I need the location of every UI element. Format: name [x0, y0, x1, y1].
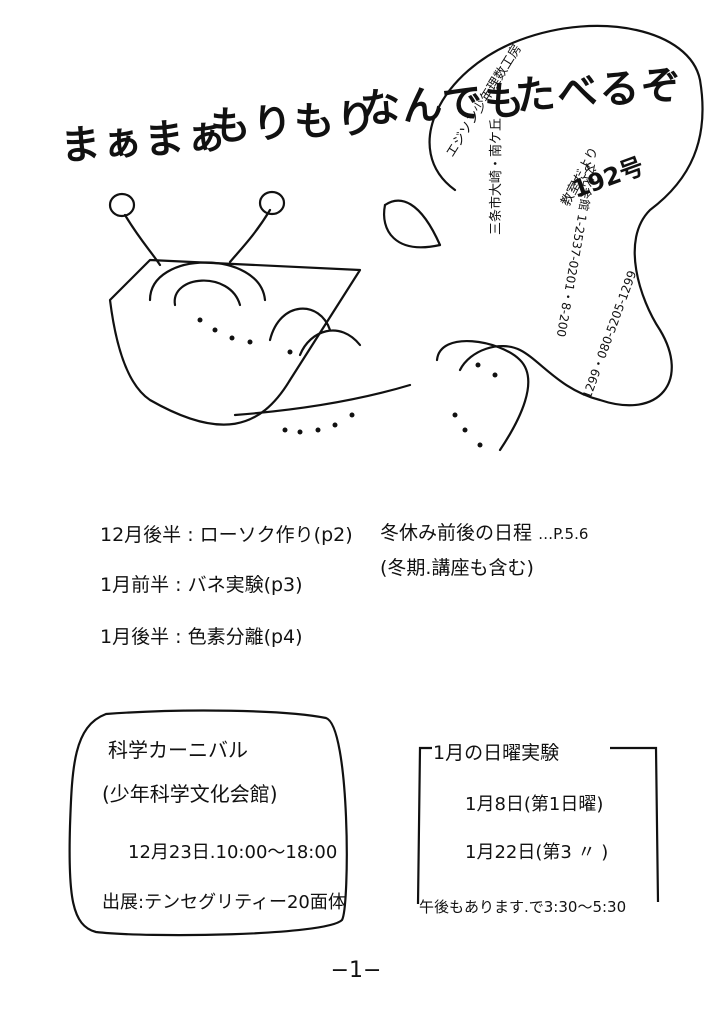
winter-subtitle: (冬期.講座も含む) — [380, 557, 534, 579]
sunday-day-2: 1月22日(第3 〃 ) — [465, 842, 609, 863]
headline-part-1: まぁまぁ — [58, 112, 230, 170]
speech-loop — [428, 24, 704, 407]
headline-part-2: もりもり — [209, 95, 380, 151]
sunday-note: 午後もあります.で3:30〜5:30 — [419, 898, 627, 916]
sunday-experiments: 1月の日曜実験 1月8日(第1日曜) 1月22日(第3 〃 ) 午後もあります.… — [415, 738, 665, 920]
schedule-row: 1月前半 : バネ実験(p3) — [100, 574, 303, 596]
schedule-term: 1月後半 — [100, 626, 170, 648]
carnival-exhibit: 出展:テンセグリティー20面体 — [102, 892, 346, 913]
sunday-day-1: 1月8日(第1日曜) — [465, 794, 604, 815]
schedule-item: 色素分離(p4) — [187, 626, 303, 648]
winter-pages: …P.5.6 — [538, 525, 589, 543]
org-address: 三条市大崎・南ケ丘 — [489, 117, 504, 235]
carnival-date: 12月23日.10:00〜18:00 — [128, 842, 338, 863]
schedule-item: バネ実験(p3) — [187, 574, 303, 596]
headline: まぁまぁ もりもり なんでも たべるぞ — [59, 58, 685, 170]
schedule-term: 1月前半 — [100, 574, 170, 596]
carnival-info: 科学カーニバル (少年科学文化会館) 12月23日.10:00〜18:00 出展… — [68, 708, 350, 938]
page-number: −1− — [330, 958, 382, 983]
carnival-name: 科学カーニバル — [108, 738, 248, 762]
headline-part-4: たべるぞ — [513, 62, 685, 120]
schedule-term: 12月後半 — [100, 524, 182, 546]
triangle-body — [108, 258, 362, 426]
sunday-box-frame — [416, 746, 660, 905]
sunday-heading: 1月の日曜実験 — [433, 742, 560, 764]
winter-schedule-note: 冬休み前後の日程 …P.5.6 (冬期.講座も含む) — [380, 516, 588, 585]
winter-title: 冬休み前後の日程 — [380, 522, 533, 544]
creature-illustration — [108, 24, 704, 452]
schedule-item: ローソク作り(p2) — [199, 524, 353, 546]
schedule-row: 12月後半 : ローソク作り(p2) — [100, 524, 353, 546]
carnival-venue: (少年科学文化会館) — [102, 782, 278, 806]
schedule-row: 1月後半 : 色素分離(p4) — [100, 626, 303, 648]
carnival-box-frame — [68, 709, 348, 937]
